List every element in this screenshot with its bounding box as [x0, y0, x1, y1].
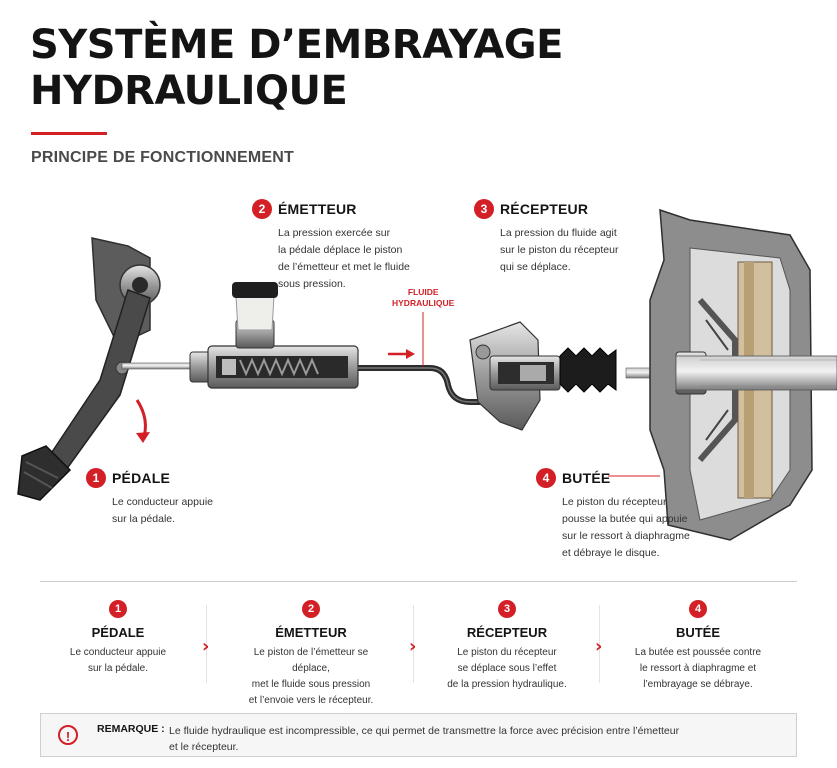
- callout-description: Le piston du récepteur pousse la butée q…: [562, 496, 690, 559]
- callout-pedal: 1 PÉDALE Le conducteur appuie sur la péda…: [86, 468, 213, 528]
- step-number-badge: 2: [302, 600, 320, 618]
- callout-description: La pression exercée sur la pédale déplac…: [278, 227, 410, 290]
- pedal-assembly: [17, 237, 161, 501]
- step-number-badge: 3: [474, 199, 494, 219]
- section-divider: [40, 581, 797, 582]
- fluid-label: FLUIDE HYDRAULIQUE: [392, 287, 455, 308]
- chevron-right-icon: ›: [595, 636, 603, 657]
- title-underline: [31, 132, 107, 135]
- hydraulic-line: [358, 312, 490, 405]
- callout-description: La pression du fluide agit sur le piston…: [500, 227, 619, 273]
- step-description: Le conducteur appuie sur la pédale.: [69, 647, 167, 675]
- warning-icon: !: [58, 725, 78, 745]
- callout-release-bearing: 4 BUTÉE Le piston du récepteur pousse la …: [536, 468, 690, 562]
- callout-title: BUTÉE: [562, 470, 611, 486]
- step-title: ÉMETTEUR: [275, 625, 347, 641]
- step-description: Le piston de l’émetteur se déplace, met …: [248, 647, 374, 707]
- step-separator: [413, 605, 414, 683]
- step-release-bearing: 4 BUTÉE La butée est poussée contre le r…: [623, 600, 773, 693]
- callout-master-cylinder: 2 ÉMETTEUR La pression exercée sur la péd…: [252, 199, 410, 293]
- step-number-badge: 4: [536, 468, 556, 488]
- callout-title: ÉMETTEUR: [278, 201, 357, 217]
- page-title: SYSTÈME D’EMBRAYAGE HYDRAULIQUE: [30, 22, 563, 114]
- step-number-badge: 1: [109, 600, 127, 618]
- step-title: RÉCEPTEUR: [466, 625, 548, 641]
- step-description: Le piston du récepteur se déplace sous l…: [447, 647, 567, 691]
- title-line-2: HYDRAULIQUE: [30, 68, 348, 114]
- callout-title: RÉCEPTEUR: [500, 201, 589, 217]
- step-separator: [599, 605, 600, 683]
- title-line-1: SYSTÈME D’EMBRAYAGE: [30, 22, 563, 68]
- page-subtitle: PRINCIPE DE FONCTIONNEMENT: [31, 149, 294, 166]
- note-box: ! REMARQUE : Le fluide hydraulique est i…: [40, 713, 797, 757]
- step-number-badge: 3: [498, 600, 516, 618]
- note-text: Le fluide hydraulique est incompressible…: [169, 725, 680, 753]
- step-pedal: 1 PÉDALE Le conducteur appuie sur la péd…: [43, 600, 193, 677]
- callout-description: Le conducteur appuie sur la pédale.: [112, 496, 213, 525]
- note-label: REMARQUE :: [97, 723, 165, 735]
- step-description: La butée est poussée contre le ressort à…: [634, 647, 762, 691]
- step-slave-cylinder: 3 RÉCEPTEUR Le piston du récepteur se dé…: [432, 600, 582, 693]
- slave-cylinder: [469, 321, 677, 431]
- callout-slave-cylinder: 3 RÉCEPTEUR La pression du fluide agit su…: [474, 199, 618, 276]
- step-number-badge: 2: [252, 199, 272, 219]
- chevron-right-icon: ›: [202, 636, 210, 657]
- step-number-badge: 1: [86, 468, 106, 488]
- chevron-right-icon: ›: [409, 636, 417, 657]
- step-separator: [206, 605, 207, 683]
- step-master-cylinder: 2 ÉMETTEUR Le piston de l’émetteur se dé…: [236, 600, 386, 709]
- callout-title: PÉDALE: [112, 470, 170, 486]
- master-cylinder: [121, 282, 359, 389]
- step-title: PÉDALE: [91, 625, 145, 641]
- step-number-badge: 4: [689, 600, 707, 618]
- clutch-system-diagram: [17, 208, 837, 541]
- clutch-housing: [608, 208, 837, 541]
- step-title: BUTÉE: [675, 625, 721, 641]
